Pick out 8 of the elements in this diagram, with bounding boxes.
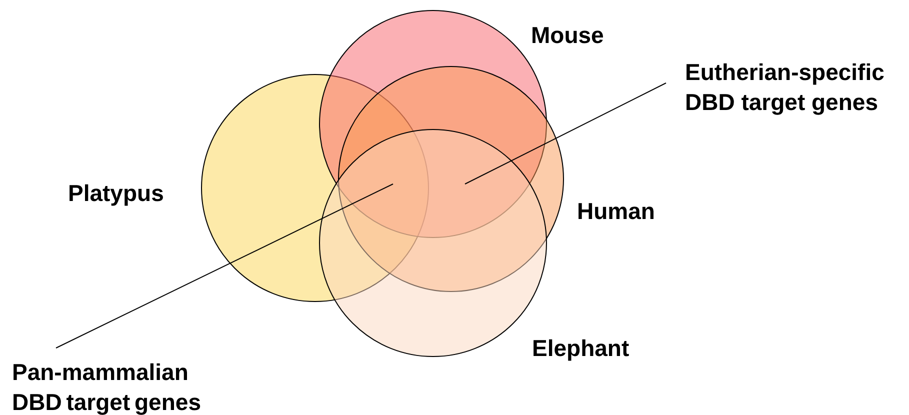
set-label: Human [577,197,655,226]
callout-text: Pan-mammalian DBD target genes [12,358,202,415]
leader-line [56,184,394,348]
leader-line [464,82,666,184]
set-label: Mouse [531,21,604,50]
set-label: Platypus [68,179,164,208]
set-label: Elephant [532,334,630,363]
callout-text: Eutherian-specific DBD target genes [685,58,886,117]
